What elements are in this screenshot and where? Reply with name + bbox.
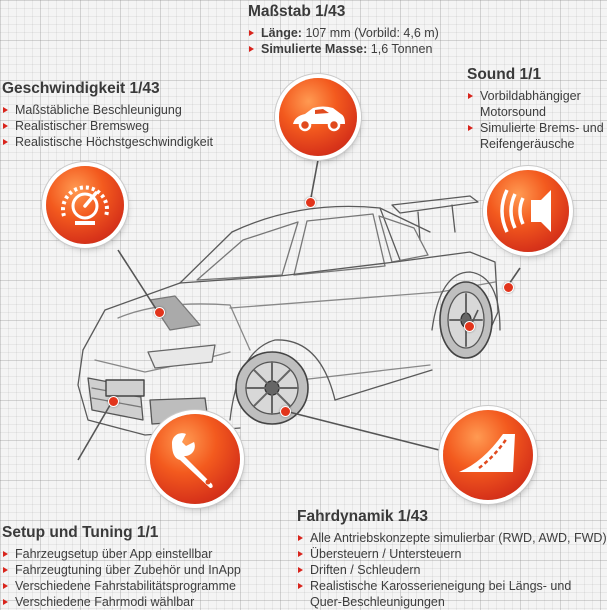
sound-medallion <box>487 170 569 252</box>
dynamics-item: Übersteuern / Untersteuern <box>297 546 607 562</box>
scale-item-text: 1,6 Tonnen <box>367 42 433 56</box>
scale-item-label: Länge: <box>261 26 302 40</box>
speed-title: Geschwindigkeit 1/43 <box>2 80 160 97</box>
sound-title: Sound 1/1 <box>467 66 542 83</box>
anchor-dot-dynamics <box>280 406 291 417</box>
scale-item-label: Simulierte Masse: <box>261 42 368 56</box>
road-curve-icon <box>459 434 515 472</box>
anchor-dot-scale <box>305 197 316 208</box>
scale-item: Länge: 107 mm (Vorbild: 4,6 m) <box>248 25 439 41</box>
scale-item: Simulierte Masse: 1,6 Tonnen <box>248 41 439 57</box>
setup-item: Verschiedene Fahrmodi wählbar <box>2 594 241 610</box>
speedometer-icon <box>61 185 109 225</box>
setup-block: Setup und Tuning 1/1 Fahrzeugsetup über … <box>2 524 241 610</box>
scale-list: Länge: 107 mm (Vorbild: 4,6 m) Simuliert… <box>248 25 439 57</box>
wrench-icon <box>171 433 213 488</box>
anchor-dot-speed <box>154 307 165 318</box>
speed-list: Maßstäbliche Beschleunigung Realistische… <box>2 102 213 150</box>
speed-block: Geschwindigkeit 1/43 Maßstäbliche Beschl… <box>2 80 213 150</box>
scale-title: Maßstab 1/43 <box>248 3 346 20</box>
speed-item: Realistischer Bremsweg <box>2 118 213 134</box>
sound-list: Vorbildabhängiger Motorsound Simulierte … <box>467 88 607 152</box>
anchor-dot-sound <box>503 282 514 293</box>
car-icon <box>293 106 345 132</box>
dynamics-title: Fahrdynamik 1/43 <box>297 508 428 525</box>
setup-title: Setup und Tuning 1/1 <box>2 524 159 541</box>
scale-block: Maßstab 1/43 Länge: 107 mm (Vorbild: 4,6… <box>248 3 439 57</box>
dynamics-item: Driften / Schleudern <box>297 562 607 578</box>
setup-list: Fahrzeugsetup über App einstellbar Fahrz… <box>2 546 241 610</box>
setup-medallion <box>150 414 240 504</box>
dynamics-item: Realistische Karosserieneigung bei Längs… <box>297 578 580 610</box>
sound-item: Vorbildabhängiger Motorsound <box>467 88 590 120</box>
dynamics-block: Fahrdynamik 1/43 Alle Antriebskonzepte s… <box>297 508 607 610</box>
sound-item: Simulierte Brems- und Reifengeräusche <box>467 120 605 152</box>
setup-item: Verschiedene Fahrstabilitätsprogramme <box>2 578 241 594</box>
speaker-icon <box>500 189 551 233</box>
anchor-dot-setup <box>108 396 119 407</box>
dynamics-list: Alle Antriebskonzepte simulierbar (RWD, … <box>297 530 607 610</box>
scale-medallion <box>279 78 357 156</box>
speed-item: Maßstäbliche Beschleunigung <box>2 102 213 118</box>
speed-medallion <box>46 166 124 244</box>
dynamics-item: Alle Antriebskonzepte simulierbar (RWD, … <box>297 530 607 546</box>
anchor-dot-wheel <box>464 321 475 332</box>
setup-item: Fahrzeugsetup über App einstellbar <box>2 546 241 562</box>
sound-block: Sound 1/1 Vorbildabhängiger Motorsound S… <box>467 66 607 152</box>
setup-item: Fahrzeugtuning über Zubehör und InApp <box>2 562 241 578</box>
dynamics-medallion <box>443 410 533 500</box>
scale-item-text: 107 mm (Vorbild: 4,6 m) <box>301 26 439 40</box>
speed-item: Realistische Höchstgeschwindigkeit <box>2 134 213 150</box>
